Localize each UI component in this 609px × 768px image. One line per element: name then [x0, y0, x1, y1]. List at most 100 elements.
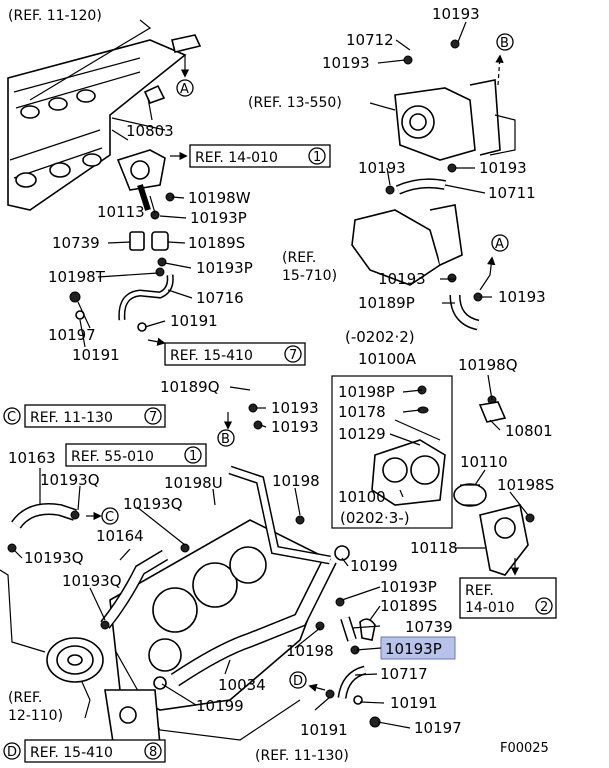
label-10193Q-a[interactable]: 10193Q: [40, 471, 100, 489]
connector-a-top[interactable]: A: [176, 79, 194, 97]
label-10191-a[interactable]: 10191: [170, 312, 218, 330]
svg-text:D: D: [293, 674, 303, 689]
label-10193-h[interactable]: 10193: [271, 418, 319, 436]
label-10178[interactable]: 10178: [338, 403, 386, 421]
svg-text:C: C: [105, 510, 114, 525]
connector-b-top[interactable]: B: [496, 33, 514, 51]
svg-text:A: A: [180, 82, 189, 97]
reference-boxes: (REF. 11-120) (REF. 13-550) REF. 14-010 …: [3, 8, 557, 764]
label-10716[interactable]: 10716: [196, 289, 244, 307]
label-10193P-c[interactable]: 10193P: [380, 578, 437, 596]
thermostat-housing-drawing: [371, 419, 446, 506]
connector-c-mid[interactable]: C: [101, 507, 119, 525]
leader-lines: [0, 19, 529, 729]
label-10189Q[interactable]: 10189Q: [160, 378, 220, 396]
group-range-bottom: (0202·3-): [340, 509, 410, 527]
label-10193Q-d[interactable]: 10193Q: [62, 572, 122, 590]
label-10739-b[interactable]: 10739: [405, 618, 453, 636]
svg-text:REF. 15-410: REF. 15-410: [30, 745, 113, 761]
egr-valve-drawing: [394, 79, 516, 161]
label-10198W[interactable]: 10198W: [188, 189, 251, 207]
label-10163[interactable]: 10163: [8, 449, 56, 467]
label-10711[interactable]: 10711: [488, 184, 536, 202]
engine-block-drawing: [104, 519, 332, 756]
svg-text:7: 7: [289, 348, 297, 363]
assembly-group-box: (-0202·2) 10100A (0202·3-): [331, 328, 453, 529]
svg-text:B: B: [221, 432, 230, 447]
label-10198S[interactable]: 10198S: [497, 476, 554, 494]
label-10113[interactable]: 10113: [97, 203, 145, 221]
svg-text:REF. 11-130: REF. 11-130: [30, 410, 113, 426]
label-10193-d[interactable]: 10193: [479, 159, 527, 177]
label-10193Q-b[interactable]: 10193Q: [123, 495, 183, 513]
svg-text:B: B: [500, 36, 509, 51]
connector-markers: A B A B C D: [101, 33, 514, 689]
ref-14-010-1[interactable]: REF. 14-010 1: [189, 144, 331, 168]
svg-text:7: 7: [149, 410, 157, 425]
label-10164[interactable]: 10164: [96, 527, 144, 545]
ref-55-010-1[interactable]: REF. 55-010 1: [65, 443, 207, 467]
ref-11-130: (REF. 11-130): [255, 748, 349, 764]
connector-b-mid[interactable]: B: [217, 429, 235, 447]
ref-15-410-7[interactable]: REF. 15-410 7: [164, 342, 306, 366]
label-10189S-a[interactable]: 10189S: [188, 234, 245, 252]
ref-15-410-8[interactable]: D REF. 15-410 8: [3, 739, 166, 763]
connector-a-mid[interactable]: A: [491, 234, 509, 252]
label-10199-b[interactable]: 10199: [196, 697, 244, 715]
label-10198[interactable]: 10198: [272, 472, 320, 490]
label-10193P-highlighted[interactable]: 10193P: [385, 640, 442, 658]
label-10193P-b[interactable]: 10193P: [196, 259, 253, 277]
svg-text:2: 2: [540, 600, 548, 615]
label-10193-f[interactable]: 10193: [498, 288, 546, 306]
ref-15-710-b: 15-710): [282, 268, 337, 284]
svg-text:1: 1: [313, 150, 321, 165]
ref-14-010-2[interactable]: REF. 14-010 2: [459, 577, 557, 619]
svg-text:REF. 15-410: REF. 15-410: [170, 348, 253, 364]
ref-11-130-7[interactable]: C REF. 11-130 7: [3, 404, 166, 428]
cylinder-head-drawing: [7, 39, 187, 211]
label-10197-b[interactable]: 10197: [414, 719, 462, 737]
label-10198P[interactable]: 10198P: [338, 383, 395, 401]
svg-text:REF. 55-010: REF. 55-010: [71, 449, 154, 465]
label-10034[interactable]: 10034: [218, 676, 266, 694]
connector-d-mid[interactable]: D: [289, 671, 307, 689]
svg-text:D: D: [7, 745, 17, 760]
svg-text:C: C: [7, 410, 16, 425]
label-10198Q[interactable]: 10198Q: [458, 356, 518, 374]
label-10801[interactable]: 10801: [505, 422, 553, 440]
label-10100[interactable]: 10100: [338, 488, 386, 506]
label-10129[interactable]: 10129: [338, 425, 386, 443]
svg-text:8: 8: [149, 745, 157, 760]
label-10199-a[interactable]: 10199: [350, 557, 398, 575]
label-10717[interactable]: 10717: [380, 665, 428, 683]
hoses: [11, 28, 480, 699]
label-10193-c[interactable]: 10193: [358, 159, 406, 177]
ref-15-710-a: (REF.: [282, 250, 316, 266]
ref-13-550: (REF. 13-550): [248, 95, 342, 111]
group-assembly-number: 10100A: [358, 350, 417, 368]
label-10118[interactable]: 10118: [410, 539, 458, 557]
label-10712[interactable]: 10712: [346, 31, 394, 49]
label-10191-b[interactable]: 10191: [72, 346, 120, 364]
label-10189P[interactable]: 10189P: [358, 294, 415, 312]
ref-12-110-b: 12-110): [8, 708, 63, 724]
label-10739-a[interactable]: 10739: [52, 234, 100, 252]
label-10110[interactable]: 10110: [460, 453, 508, 471]
label-10197-a[interactable]: 10197: [48, 326, 96, 344]
label-10198-b[interactable]: 10198: [286, 642, 334, 660]
label-10191-c[interactable]: 10191: [390, 694, 438, 712]
label-10189S-b[interactable]: 10189S: [380, 597, 437, 615]
label-10193-b[interactable]: 10193: [322, 54, 370, 72]
label-10193-e[interactable]: 10193: [378, 270, 426, 288]
label-10193-top[interactable]: 10193: [432, 5, 480, 23]
label-10193-g[interactable]: 10193: [271, 399, 319, 417]
label-10803[interactable]: 10803: [126, 122, 174, 140]
label-10193Q-c[interactable]: 10193Q: [24, 549, 84, 567]
label-10198T[interactable]: 10198T: [48, 268, 106, 286]
label-10193P-a[interactable]: 10193P: [190, 209, 247, 227]
svg-text:A: A: [495, 237, 504, 252]
label-10191-d[interactable]: 10191: [300, 721, 348, 739]
flow-arrows: [86, 54, 520, 692]
label-10198U[interactable]: 10198U: [164, 474, 223, 492]
